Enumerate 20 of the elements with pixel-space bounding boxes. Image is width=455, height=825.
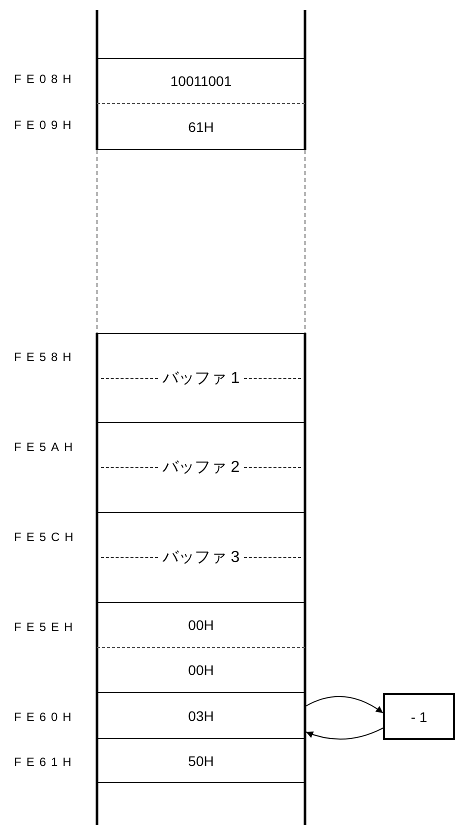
operation-box: - 1 [383, 693, 455, 740]
address-label: FE5CH [14, 530, 78, 544]
memory-cell: バッファ 2 [97, 422, 305, 512]
memory-cell: バッファ 3 [97, 512, 305, 602]
memory-cell: 10011001 [97, 58, 305, 103]
arrow [306, 728, 384, 740]
memory-cell: 00H [97, 602, 305, 647]
arrow [306, 696, 384, 714]
memory-cell: 03H [97, 692, 305, 738]
address-label: FE5AH [14, 440, 78, 454]
memory-cell: バッファ 1 [97, 333, 305, 422]
memory-cell: 61H [97, 103, 305, 150]
address-label: FE60H [14, 710, 76, 724]
memory-cell: 50H [97, 738, 305, 783]
address-label: FE61H [14, 755, 76, 769]
address-label: FE08H [14, 72, 76, 86]
address-label: FE5EH [14, 620, 78, 634]
address-label: FE09H [14, 118, 76, 132]
memory-cell: 00H [97, 647, 305, 692]
address-label: FE58H [14, 350, 76, 364]
